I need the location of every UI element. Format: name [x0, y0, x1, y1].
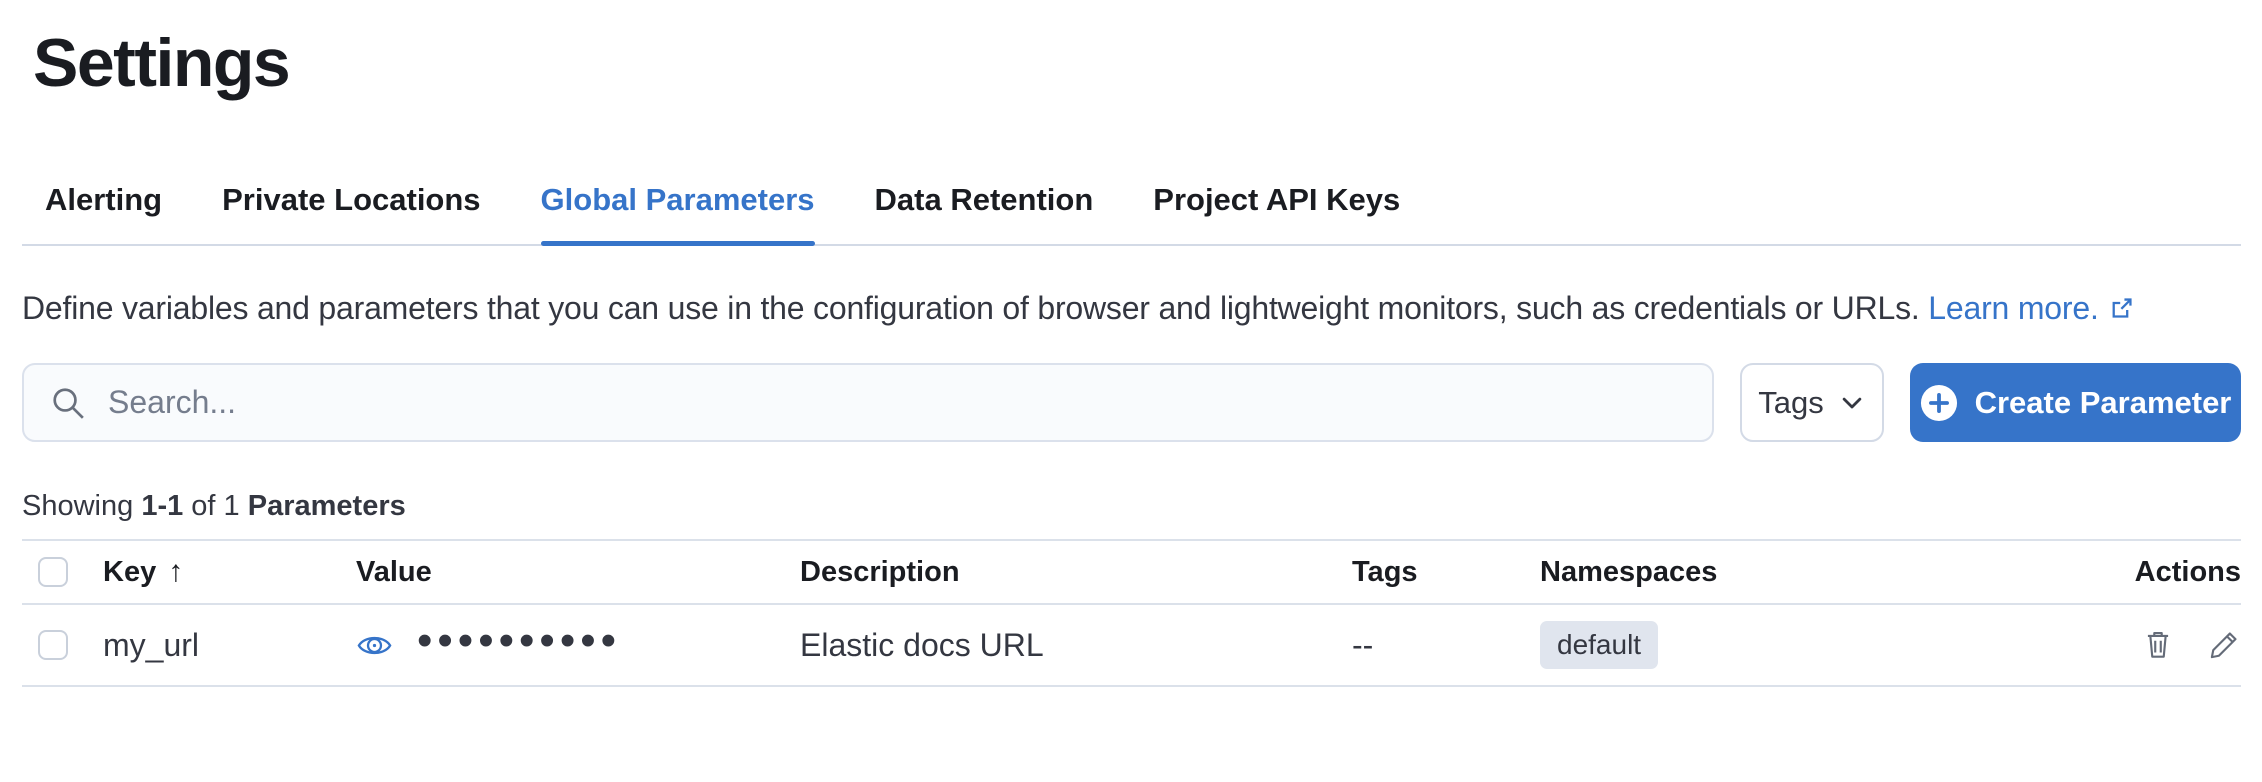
tab-data-retention[interactable]: Data Retention — [874, 182, 1094, 217]
description-cell: Elastic docs URL — [800, 626, 1044, 663]
summary-total: 1 — [223, 490, 240, 522]
summary-of: of — [191, 490, 216, 522]
value-cell: •••••••••• — [356, 604, 800, 686]
key-cell: my_url — [103, 626, 200, 663]
row-checkbox[interactable] — [38, 630, 68, 660]
tags-filter-label: Tags — [1758, 384, 1824, 420]
results-summary: Showing 1-1 of 1 Parameters — [22, 490, 2241, 523]
create-parameter-label: Create Parameter — [1974, 384, 2232, 420]
page-description: Define variables and parameters that you… — [22, 284, 2232, 333]
actions-cell — [2000, 604, 2241, 686]
search-box[interactable] — [22, 363, 1714, 442]
column-key-label: Key — [103, 556, 157, 588]
tab-alerting[interactable]: Alerting — [45, 182, 163, 217]
row-select-cell — [22, 604, 103, 686]
tab-global-parameters[interactable]: Global Parameters — [540, 182, 815, 246]
description-text: Define variables and parameters that you… — [22, 290, 1920, 326]
settings-page: Settings Alerting Private Locations Glob… — [0, 28, 2262, 782]
learn-more-label: Learn more. — [1928, 290, 2099, 326]
plus-in-circle-icon — [1920, 384, 1958, 422]
reveal-value-button[interactable] — [356, 627, 393, 664]
delete-parameter-button[interactable] — [2141, 628, 2175, 662]
namespace-badge: default — [1540, 621, 1659, 669]
tab-project-api-keys[interactable]: Project API Keys — [1153, 182, 1401, 217]
column-header-namespaces: Namespaces — [1540, 555, 1718, 588]
table-row: my_url •••••••••• — [22, 604, 2241, 686]
tags-cell: -- — [1352, 626, 1374, 663]
tab-private-locations[interactable]: Private Locations — [222, 182, 481, 217]
tags-filter-button[interactable]: Tags — [1740, 363, 1884, 442]
summary-entity: Parameters — [247, 490, 406, 522]
create-parameter-button[interactable]: Create Parameter — [1910, 363, 2241, 442]
toolbar: Tags Create Parameter — [22, 363, 2241, 442]
table-header-row: Key ↑ Value Description Tags Namespaces A… — [22, 540, 2241, 604]
summary-range: 1-1 — [141, 490, 184, 522]
header-select-all — [22, 540, 103, 604]
namespaces-cell: default — [1540, 604, 2000, 686]
parameters-table: Key ↑ Value Description Tags Namespaces A… — [22, 539, 2241, 687]
edit-parameter-button[interactable] — [2207, 628, 2241, 662]
column-header-actions: Actions — [2134, 555, 2241, 588]
column-header-key[interactable]: Key ↑ — [103, 540, 356, 604]
column-header-description: Description — [800, 555, 960, 588]
column-header-tags: Tags — [1352, 555, 1418, 588]
sort-ascending-icon: ↑ — [168, 555, 184, 588]
search-icon — [50, 385, 86, 421]
select-all-checkbox[interactable] — [38, 557, 68, 587]
learn-more-link[interactable]: Learn more. — [1928, 290, 2134, 326]
chevron-down-icon — [1838, 389, 1866, 417]
page-title: Settings — [33, 25, 291, 101]
pencil-icon — [2207, 628, 2241, 662]
column-header-value: Value — [356, 555, 432, 588]
tab-bar: Alerting Private Locations Global Parame… — [22, 182, 2241, 246]
eye-icon — [356, 627, 393, 664]
external-link-icon — [2109, 295, 2135, 321]
trash-icon — [2141, 628, 2175, 662]
summary-showing: Showing — [22, 490, 134, 522]
search-input[interactable] — [108, 384, 1686, 421]
masked-value: •••••••••• — [417, 616, 622, 665]
